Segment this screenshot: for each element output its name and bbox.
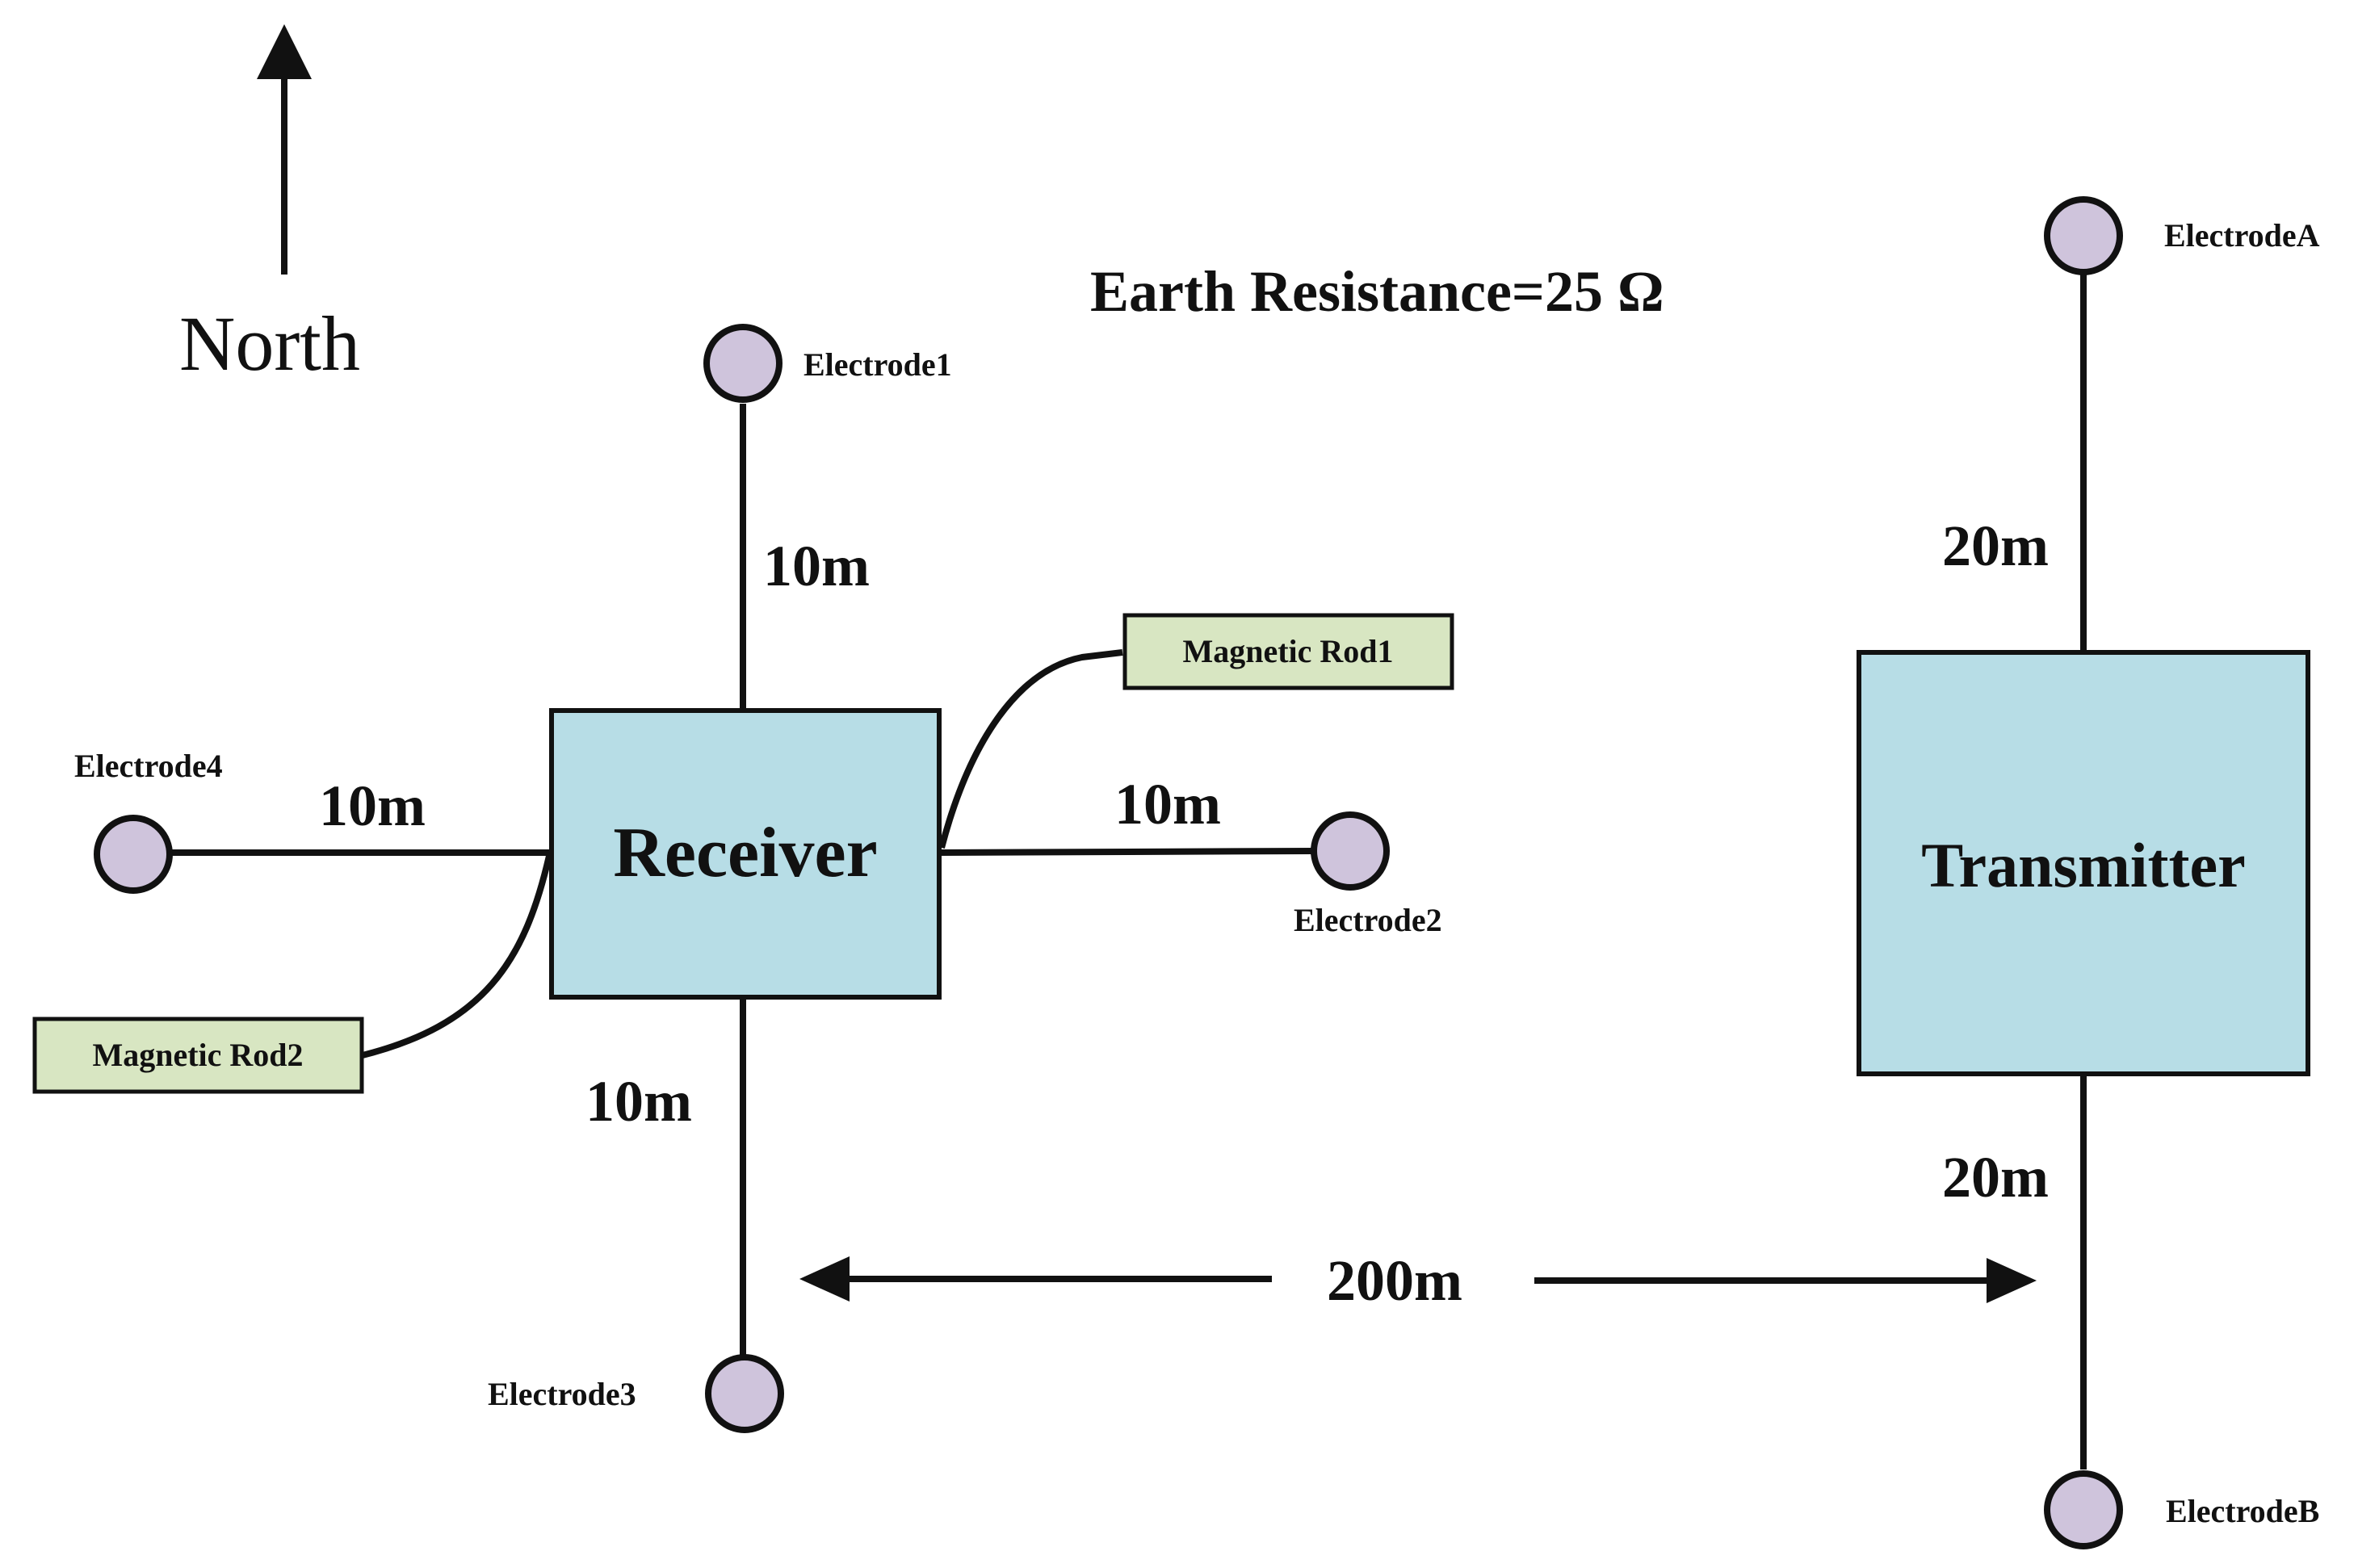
wire-magnetic-rod1 bbox=[938, 649, 1123, 849]
dimension-arrow-right-head bbox=[1987, 1258, 2037, 1303]
distance-tx-a-label: 20m bbox=[1942, 514, 2049, 578]
magnetic-rod2-label: Magnetic Rod2 bbox=[92, 1037, 303, 1073]
north-arrow-head bbox=[257, 24, 312, 79]
electrodeA-node bbox=[2044, 196, 2123, 275]
electrode3-label: Electrode3 bbox=[488, 1376, 636, 1412]
distance-north-label: 10m bbox=[763, 534, 870, 598]
north-arrow bbox=[257, 24, 312, 275]
electrode2-node bbox=[1311, 811, 1390, 891]
electrodeB-node bbox=[2044, 1470, 2123, 1549]
dimension-arrow-left-head bbox=[799, 1256, 850, 1302]
electrode1-label: Electrode1 bbox=[803, 346, 952, 383]
north-label: North bbox=[179, 300, 360, 387]
distance-rx-tx-label: 200m bbox=[1327, 1248, 1462, 1313]
electrode2-label: Electrode2 bbox=[1294, 902, 1442, 938]
wire-magnetic-rod2 bbox=[359, 855, 552, 1059]
receiver-label: Receiver bbox=[613, 814, 877, 892]
transmitter-label: Transmitter bbox=[1921, 830, 2245, 900]
earth-resistance-label: Earth Resistance=25 Ω bbox=[1090, 259, 1664, 324]
transmitter-box bbox=[1857, 650, 2310, 1076]
wire-receiver-electrode2 bbox=[938, 848, 1313, 856]
distance-tx-b-label: 20m bbox=[1942, 1145, 2049, 1210]
electrodeA-label: ElectrodeA bbox=[2164, 217, 2320, 254]
electrode3-node bbox=[705, 1354, 784, 1433]
magnetic-rod2-box bbox=[32, 1017, 364, 1094]
distance-west-label: 10m bbox=[319, 774, 426, 838]
electrode4-node bbox=[94, 815, 173, 894]
electrode4-label: Electrode4 bbox=[74, 748, 223, 784]
electrode1-node bbox=[703, 324, 783, 403]
distance-dimension-arrow bbox=[799, 1256, 2037, 1303]
distance-south-label: 10m bbox=[585, 1069, 692, 1134]
electrodeB-label: ElectrodeB bbox=[2166, 1493, 2319, 1529]
magnetic-rod1-box bbox=[1122, 613, 1454, 690]
distance-east-label: 10m bbox=[1114, 772, 1221, 836]
receiver-box bbox=[549, 708, 942, 1000]
magnetic-rod1-label: Magnetic Rod1 bbox=[1182, 633, 1393, 669]
